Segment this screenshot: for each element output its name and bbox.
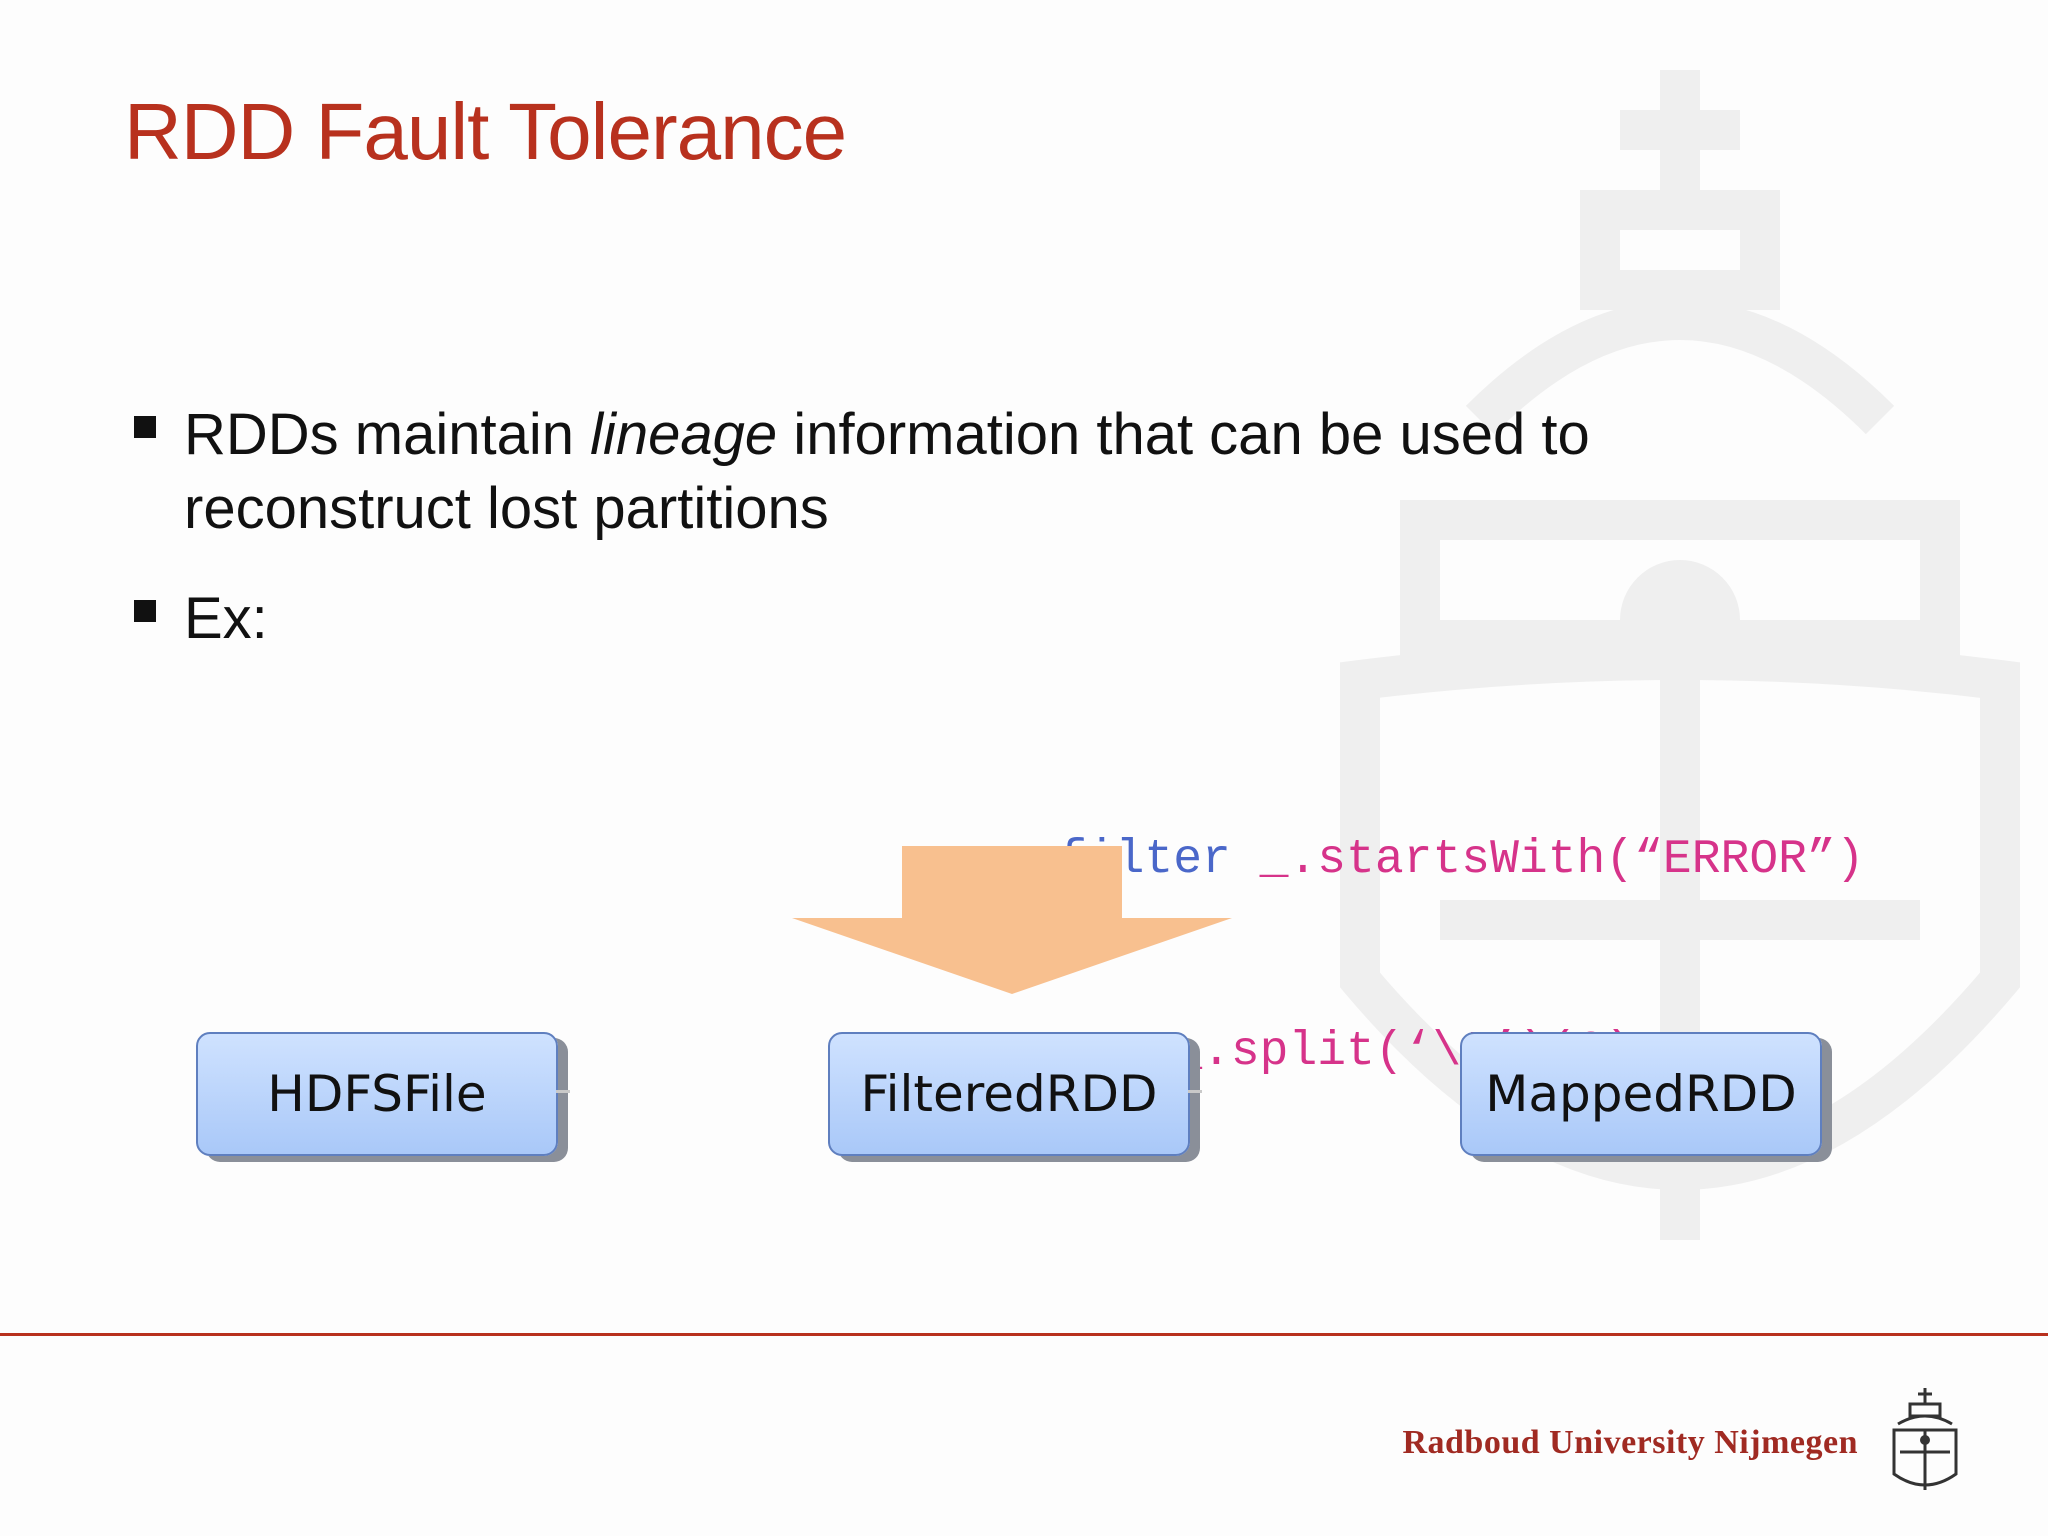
connector-line xyxy=(1188,1090,1202,1093)
down-arrow-icon xyxy=(792,846,1232,994)
university-seal-logo-icon xyxy=(1892,1388,1958,1490)
rdd-box-mappedrdd: MappedRDD xyxy=(1460,1032,1822,1156)
bullet-text-after: information that can be used to reconstr… xyxy=(184,402,1590,541)
bullet-square-icon xyxy=(134,416,156,438)
bullet-list: RDDs maintain lineage information that c… xyxy=(130,398,1770,692)
connector-line xyxy=(556,1090,570,1093)
slide-title: RDD Fault Tolerance xyxy=(124,87,847,176)
bullet-square-icon xyxy=(134,600,156,622)
code-argument: _.startsWith(“ERROR”) xyxy=(1259,833,1865,887)
rdd-box-filteredrdd: FilteredRDD xyxy=(828,1032,1190,1156)
footer-divider xyxy=(0,1333,2048,1336)
bullet-example: Ex: xyxy=(130,582,1770,656)
rdd-box-hdfsfile: HDFSFile xyxy=(196,1032,558,1156)
bullet-text-emphasis: lineage xyxy=(590,402,778,467)
bullet-lineage: RDDs maintain lineage information that c… xyxy=(130,398,1770,546)
footer-institution: Radboud University Nijmegen xyxy=(1402,1424,1858,1461)
bullet-example-text: Ex: xyxy=(184,586,268,651)
bullet-text-before: RDDs maintain xyxy=(184,402,591,467)
